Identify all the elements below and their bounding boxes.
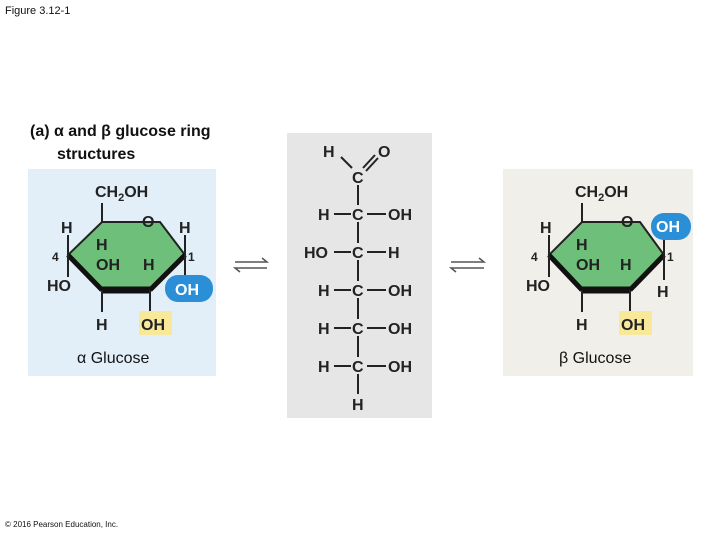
linear-row2-left: HO <box>304 245 328 262</box>
alpha-c3-h-upper: H <box>143 257 155 274</box>
alpha-glucose-name: α Glucose <box>77 350 149 367</box>
beta-c4-oh: OH <box>576 257 600 274</box>
beta-ch2oh-label: CH2OH <box>575 184 628 204</box>
beta-c2-oh-highlight <box>619 311 652 335</box>
alpha-glucose-structure: CH2OH O H H 4 1 H OH H HO OH H OH α Gluc… <box>47 184 213 367</box>
beta-glucose-name: β Glucose <box>559 350 631 367</box>
linear-row4-right: OH <box>388 321 412 338</box>
linear-glucose-labels: H O C C C C C C H OH HO H H OH H OH H OH… <box>304 144 412 414</box>
linear-row1-right: OH <box>388 207 412 224</box>
beta-c4-number: 4 <box>531 250 538 264</box>
linear-c4: C <box>352 283 364 300</box>
alpha-c4-ho: HO <box>47 278 71 295</box>
caption-line-1: (a) α and β glucose ring <box>30 123 211 140</box>
linear-top-h: H <box>323 144 335 161</box>
alpha-ring-oxygen: O <box>142 214 154 231</box>
linear-row5-right: OH <box>388 359 412 376</box>
caption-line-2: structures <box>57 146 136 163</box>
alpha-c3-h: H <box>96 317 108 334</box>
beta-c4-h: H <box>576 237 588 254</box>
alpha-c4-h: H <box>96 237 108 254</box>
linear-c6: C <box>352 359 364 376</box>
alpha-c4-oh: OH <box>96 257 120 274</box>
linear-row1-left: H <box>318 207 330 224</box>
equilibrium-arrow-left <box>232 257 270 273</box>
alpha-c5-h: H <box>61 220 73 237</box>
linear-row2-right: H <box>388 245 400 262</box>
alpha-c1-number: 1 <box>188 250 195 264</box>
copyright-notice: © 2016 Pearson Education, Inc. <box>5 520 119 529</box>
beta-c3-h-upper: H <box>620 257 632 274</box>
linear-c1: C <box>352 170 364 187</box>
linear-row4-left: H <box>318 321 330 338</box>
alpha-ring-front-right <box>148 253 187 292</box>
beta-c4-ho: HO <box>526 278 550 295</box>
alpha-ring <box>66 221 187 291</box>
beta-ring-front-left <box>547 253 584 292</box>
alpha-c1-oh-highlight <box>165 275 213 302</box>
linear-c5: C <box>352 321 364 338</box>
figure-caption: (a) α and β glucose ring structures <box>30 120 211 166</box>
beta-c2-oh: OH <box>621 317 645 334</box>
linear-glucose-structure <box>334 154 386 394</box>
beta-c1-h: H <box>657 284 669 301</box>
linear-c3: C <box>352 245 364 262</box>
beta-ring-oxygen: O <box>621 214 633 231</box>
linear-top-o: O <box>378 144 390 161</box>
alpha-c2-oh-highlight <box>139 311 172 335</box>
alpha-c4-number: 4 <box>52 250 59 264</box>
figure-label: Figure 3.12-1 <box>5 5 71 17</box>
beta-c3-h: H <box>576 317 588 334</box>
alpha-c1-h: H <box>179 220 191 237</box>
linear-glucose-panel <box>287 133 432 418</box>
beta-c1-oh-highlight <box>651 213 691 240</box>
beta-glucose-structure: CH2OH O H OH 4 1 H OH H HO H H OH β Gluc… <box>526 184 691 367</box>
alpha-ring-front-left <box>66 253 104 292</box>
beta-c5-h: H <box>540 220 552 237</box>
alpha-ch2oh-label: CH2OH <box>95 184 148 204</box>
beta-ring <box>547 221 666 291</box>
beta-ring-front-right <box>628 253 666 292</box>
alpha-c1-oh: OH <box>175 282 199 299</box>
alpha-c2-oh: OH <box>141 317 165 334</box>
linear-row3-left: H <box>318 283 330 300</box>
linear-bottom-h: H <box>352 397 364 414</box>
linear-c2: C <box>352 207 364 224</box>
linear-row3-right: OH <box>388 283 412 300</box>
equilibrium-arrow-right <box>448 257 487 273</box>
beta-c1-number: 1 <box>667 250 674 264</box>
linear-row5-left: H <box>318 359 330 376</box>
beta-c1-oh: OH <box>656 219 680 236</box>
